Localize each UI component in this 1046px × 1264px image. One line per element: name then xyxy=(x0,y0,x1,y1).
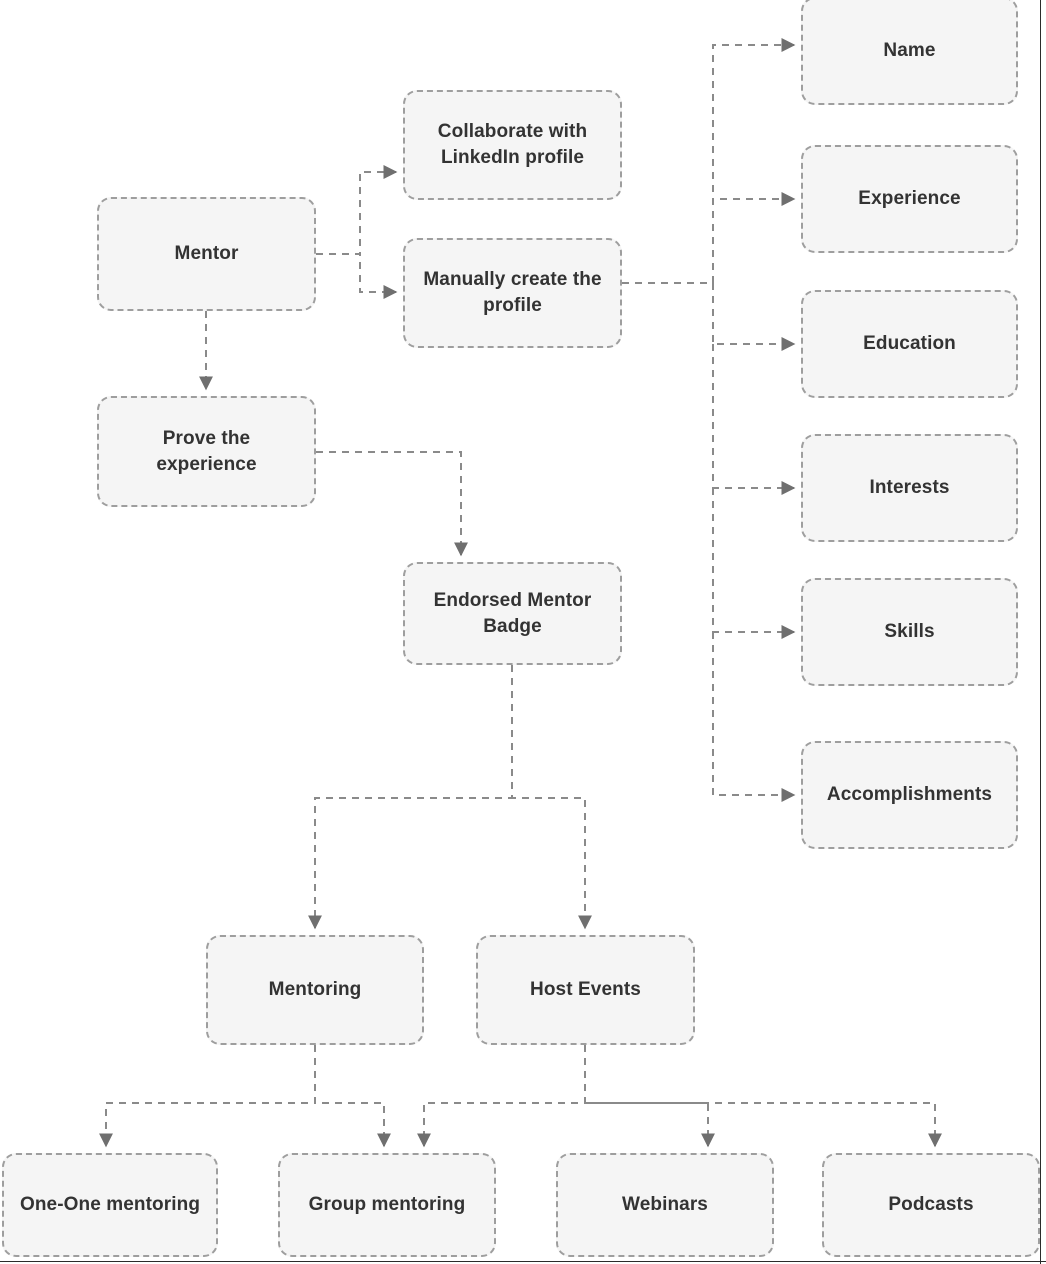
edge-manual-to-accomplishments xyxy=(712,632,796,802)
node-endorsed-mentor-badge-label: Endorsed Mentor Badge xyxy=(433,589,592,637)
node-accomplishments-label: Accomplishments xyxy=(826,784,993,806)
node-host-events[interactable]: Host Events xyxy=(476,935,695,1045)
edge-mentoring-to-one-one xyxy=(99,1045,316,1148)
node-collaborate-linkedin-label: Collaborate with LinkedIn profile xyxy=(437,121,588,168)
edge-host-events-to-podcasts xyxy=(585,1102,942,1148)
node-name[interactable]: Name xyxy=(801,0,1018,105)
node-endorsed-mentor-badge[interactable]: Endorsed Mentor Badge xyxy=(403,562,622,665)
edge-manual-to-experience xyxy=(712,192,796,283)
node-manually-create-profile[interactable]: Manually create the profile xyxy=(403,238,622,348)
node-manually-create-profile-label: Manually create the profile xyxy=(423,269,602,316)
node-interests[interactable]: Interests xyxy=(801,434,1018,542)
node-mentoring[interactable]: Mentoring xyxy=(206,935,424,1045)
canvas-bottom-border xyxy=(0,1261,1046,1262)
node-accomplishments[interactable]: Accomplishments xyxy=(801,741,1018,849)
node-group-mentoring[interactable]: Group mentoring xyxy=(278,1153,496,1257)
node-mentor[interactable]: Mentor xyxy=(97,197,316,311)
edge-host-events-to-webinars xyxy=(584,1045,715,1148)
node-webinars[interactable]: Webinars xyxy=(556,1153,774,1257)
node-one-one-mentoring-label: One-One mentoring xyxy=(19,1194,201,1216)
node-webinars-label: Webinars xyxy=(622,1194,708,1216)
node-experience[interactable]: Experience xyxy=(801,145,1018,253)
node-collaborate-linkedin[interactable]: Collaborate with LinkedIn profile xyxy=(403,90,622,200)
edge-mentor-to-manual xyxy=(316,253,398,299)
edge-manual-to-interests xyxy=(712,344,796,495)
edge-manual-to-skills xyxy=(712,488,796,639)
node-prove-experience-label: Prove the experience xyxy=(156,427,257,475)
edge-manual-to-name xyxy=(622,38,796,284)
node-podcasts-label: Podcasts xyxy=(888,1194,974,1216)
node-host-events-label: Host Events xyxy=(530,979,641,1001)
node-mentor-label: Mentor xyxy=(174,243,239,265)
edge-manual-to-education xyxy=(712,283,796,351)
node-mentoring-label: Mentoring xyxy=(268,979,362,1001)
edge-mentoring-to-group xyxy=(314,1045,391,1148)
edge-badge-to-host-events xyxy=(511,665,592,930)
node-prove-experience[interactable]: Prove the experience xyxy=(97,396,316,507)
edge-mentor-to-collaborate xyxy=(316,165,398,255)
node-group-mentoring-label: Group mentoring xyxy=(308,1194,466,1216)
edge-badge-to-mentoring xyxy=(308,665,513,930)
node-name-label: Name xyxy=(883,40,936,62)
node-education-label: Education xyxy=(863,333,956,355)
node-experience-label: Experience xyxy=(858,188,961,210)
node-interests-label: Interests xyxy=(869,477,950,499)
edge-prove-to-badge xyxy=(316,451,468,557)
edge-host-events-to-group xyxy=(417,1045,586,1148)
node-education[interactable]: Education xyxy=(801,290,1018,398)
node-one-one-mentoring[interactable]: One-One mentoring xyxy=(2,1153,218,1257)
node-skills-label: Skills xyxy=(884,621,935,643)
node-skills[interactable]: Skills xyxy=(801,578,1018,686)
canvas-right-border xyxy=(1040,0,1041,1264)
node-podcasts[interactable]: Podcasts xyxy=(822,1153,1040,1257)
